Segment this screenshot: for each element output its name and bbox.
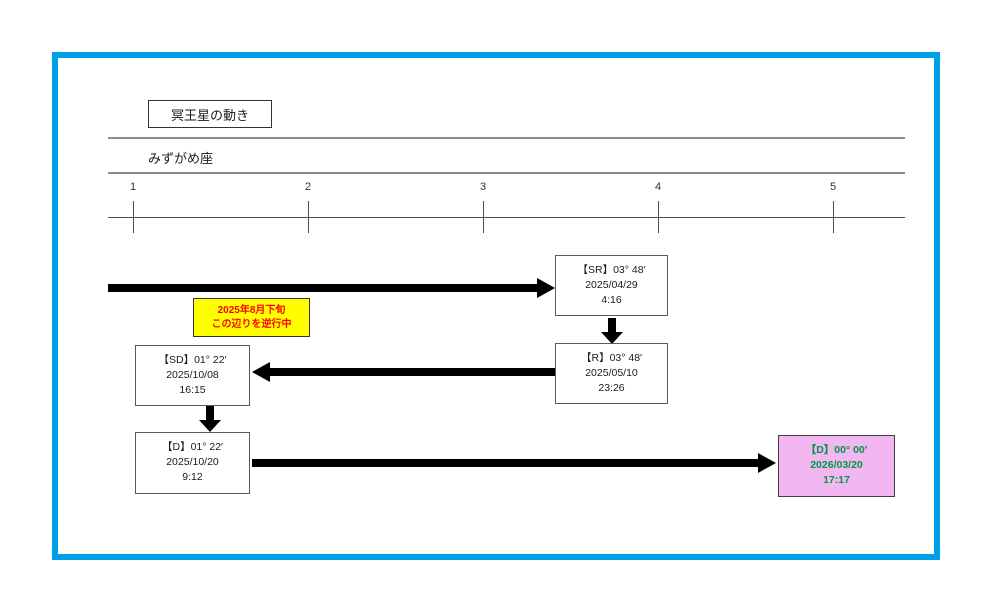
axis-tick-label-2: 2	[304, 181, 312, 193]
arrow-shaft	[206, 406, 214, 420]
axis-tick-label-3: 3	[479, 181, 487, 193]
diagram-title-box: 冥王星の動き	[148, 100, 272, 128]
event-d-date: 2025/10/20	[166, 456, 219, 468]
event-sr-date: 2025/04/29	[585, 279, 638, 291]
arrow-right-to-sr	[108, 278, 555, 298]
arrow-shaft	[252, 459, 758, 467]
arrow-shaft	[608, 318, 616, 332]
event-box-r: 【R】03° 48′ 2025/05/10 23:26	[555, 343, 668, 404]
note-line-1: 2025年8月下旬	[217, 305, 286, 316]
event-box-d: 【D】01° 22′ 2025/10/20 9:12	[135, 432, 250, 494]
arrow-shaft	[270, 368, 555, 376]
event-box-sr: 【SR】03° 48′ 2025/04/29 4:16	[555, 255, 668, 316]
event-sr-time: 4:16	[601, 294, 622, 306]
divider-line-bottom	[108, 172, 905, 174]
event-box-d-final: 【D】00° 00′ 2026/03/20 17:17	[778, 435, 895, 497]
axis-line	[108, 217, 905, 218]
event-sd-date: 2025/10/08	[166, 369, 219, 381]
diagram-title: 冥王星の動き	[170, 107, 249, 123]
event-sd-title: 【SD】01° 22′	[158, 354, 227, 366]
event-r-date: 2025/05/10	[585, 367, 638, 379]
arrow-head-down-icon	[199, 420, 221, 432]
event-r-time: 23:26	[598, 382, 625, 394]
event-d-final-time: 17:17	[823, 474, 850, 486]
note-line-2: この辺りを逆行中	[211, 319, 292, 330]
arrow-left-r-to-sd	[252, 362, 555, 382]
axis-tick-label-5: 5	[829, 181, 837, 193]
event-r-title: 【R】03° 48′	[580, 352, 643, 364]
event-sd-time: 16:15	[179, 384, 206, 396]
arrow-shaft	[108, 284, 537, 292]
event-d-final-date: 2026/03/20	[810, 459, 863, 471]
event-d-final-title: 【D】00° 00′	[805, 444, 868, 456]
arrow-down-sd-to-d	[199, 406, 221, 432]
arrow-head-left-icon	[252, 362, 270, 382]
axis-tick-label-1: 1	[129, 181, 137, 193]
event-sr-title: 【SR】03° 48′	[577, 264, 646, 276]
arrow-down-sr-to-r	[601, 318, 623, 344]
event-box-sd: 【SD】01° 22′ 2025/10/08 16:15	[135, 345, 250, 406]
arrow-head-right-icon	[758, 453, 776, 473]
event-d-time: 9:12	[182, 471, 203, 483]
event-d-title: 【D】01° 22′	[161, 441, 224, 453]
axis-tick-label-4: 4	[654, 181, 662, 193]
arrow-head-right-icon	[537, 278, 555, 298]
zodiac-sign-label: みずがめ座	[148, 151, 214, 166]
arrow-head-down-icon	[601, 332, 623, 344]
arrow-right-d-to-ingress	[252, 453, 776, 473]
retrograde-note: 2025年8月下旬 この辺りを逆行中	[193, 298, 310, 337]
divider-line-top	[108, 137, 905, 139]
